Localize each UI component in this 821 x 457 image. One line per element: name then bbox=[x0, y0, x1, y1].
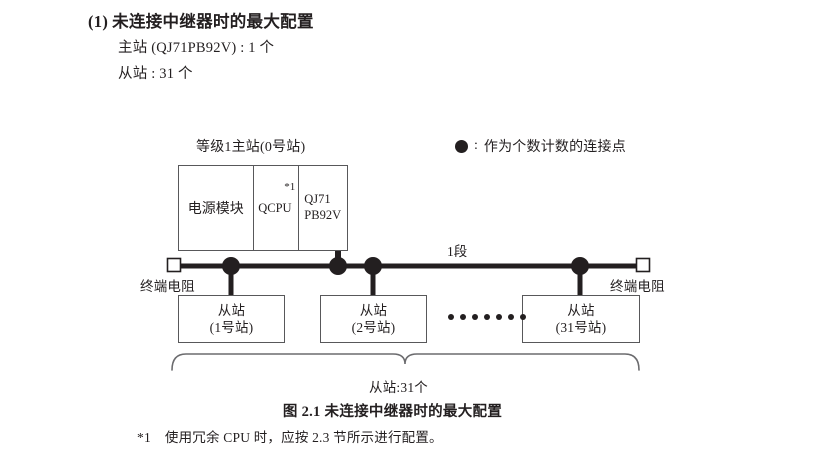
ellipsis-dot bbox=[520, 314, 526, 320]
section-heading: (1)未连接中继器时的最大配置 bbox=[88, 8, 314, 32]
qcpu-cell: QCPU *1 bbox=[254, 166, 300, 250]
pb92v-label: QJ71 PB92V bbox=[304, 192, 341, 223]
ellipsis-dot bbox=[460, 314, 466, 320]
ellipsis-dot bbox=[496, 314, 502, 320]
terminator-label-left: 终端电阻 bbox=[140, 279, 195, 294]
power-module-cell: 电源模块 bbox=[179, 166, 254, 250]
slave-2-station: (2号站) bbox=[351, 320, 396, 335]
slave-station-box-2: 从站 (2号站) bbox=[320, 295, 427, 343]
figure-caption: 图 2.1 未连接中继器时的最大配置 bbox=[0, 400, 821, 421]
section-title: 未连接中继器时的最大配置 bbox=[112, 12, 314, 31]
section-number: (1) bbox=[88, 12, 109, 31]
qcpu-label: QCPU bbox=[258, 200, 292, 215]
slave-group-label-text: 从站:31个 bbox=[369, 380, 428, 395]
pb92v-cell: QJ71 PB92V bbox=[299, 166, 347, 250]
filled-circle-icon-node-slave-31 bbox=[571, 257, 589, 275]
open-square-icon-left-terminator bbox=[166, 257, 182, 273]
master-station-title: 等级1主站(0号站) bbox=[196, 140, 306, 155]
filled-circle-icon bbox=[455, 139, 468, 153]
qcpu-footnote-mark: *1 bbox=[284, 181, 296, 193]
pb92v-line2: PB92V bbox=[304, 208, 342, 222]
slave-31-station: (31号站) bbox=[555, 320, 607, 335]
slave-group-label: 从站:31个 bbox=[0, 376, 821, 396]
ellipsis-dot bbox=[484, 314, 490, 320]
filled-circle-icon-node-slave-2 bbox=[364, 257, 382, 275]
footnote-mark: *1 bbox=[137, 430, 151, 445]
ellipsis-dot bbox=[448, 314, 454, 320]
footnote-text: 使用冗余 CPU 时，应按 2.3 节所示进行配置。 bbox=[164, 430, 443, 445]
ellipsis-dot bbox=[508, 314, 514, 320]
terminator-label-right: 终端电阻 bbox=[610, 279, 665, 294]
slave-2-name: 从站 bbox=[359, 302, 388, 318]
master-module-box: 电源模块 QCPU *1 QJ71 PB92V bbox=[178, 165, 348, 251]
pb92v-line1: QJ71 bbox=[304, 192, 331, 207]
legend-separator: : bbox=[474, 138, 478, 153]
slave-station-box-1: 从站 (1号站) bbox=[178, 295, 285, 343]
footnote: *1 使用冗余 CPU 时，应按 2.3 节所示进行配置。 bbox=[137, 426, 443, 446]
ellipsis-dot bbox=[472, 314, 478, 320]
legend: : 作为个数计数的连接点 bbox=[455, 136, 626, 156]
ellipsis-dots bbox=[448, 314, 526, 320]
slave-1-name: 从站 bbox=[217, 302, 246, 318]
slave-31-name: 从站 bbox=[567, 302, 595, 318]
slave-1-station: (1号站) bbox=[209, 320, 254, 335]
slave-group-brace bbox=[171, 353, 640, 371]
slave-station-box-31: 从站 (31号站) bbox=[522, 295, 640, 343]
slave-count-line: 从站 : 31 个 bbox=[118, 66, 193, 82]
filled-circle-icon-node-slave-1 bbox=[222, 257, 240, 275]
figure-caption-text: 图 2.1 未连接中继器时的最大配置 bbox=[282, 404, 503, 420]
legend-label: 作为个数计数的连接点 bbox=[483, 140, 626, 155]
filled-circle-icon-node-master bbox=[329, 257, 347, 275]
segment-label: 1段 bbox=[447, 244, 468, 259]
open-square-icon-right-terminator bbox=[635, 257, 651, 273]
master-count-line: 主站 (QJ71PB92V) : 1 个 bbox=[118, 40, 275, 56]
